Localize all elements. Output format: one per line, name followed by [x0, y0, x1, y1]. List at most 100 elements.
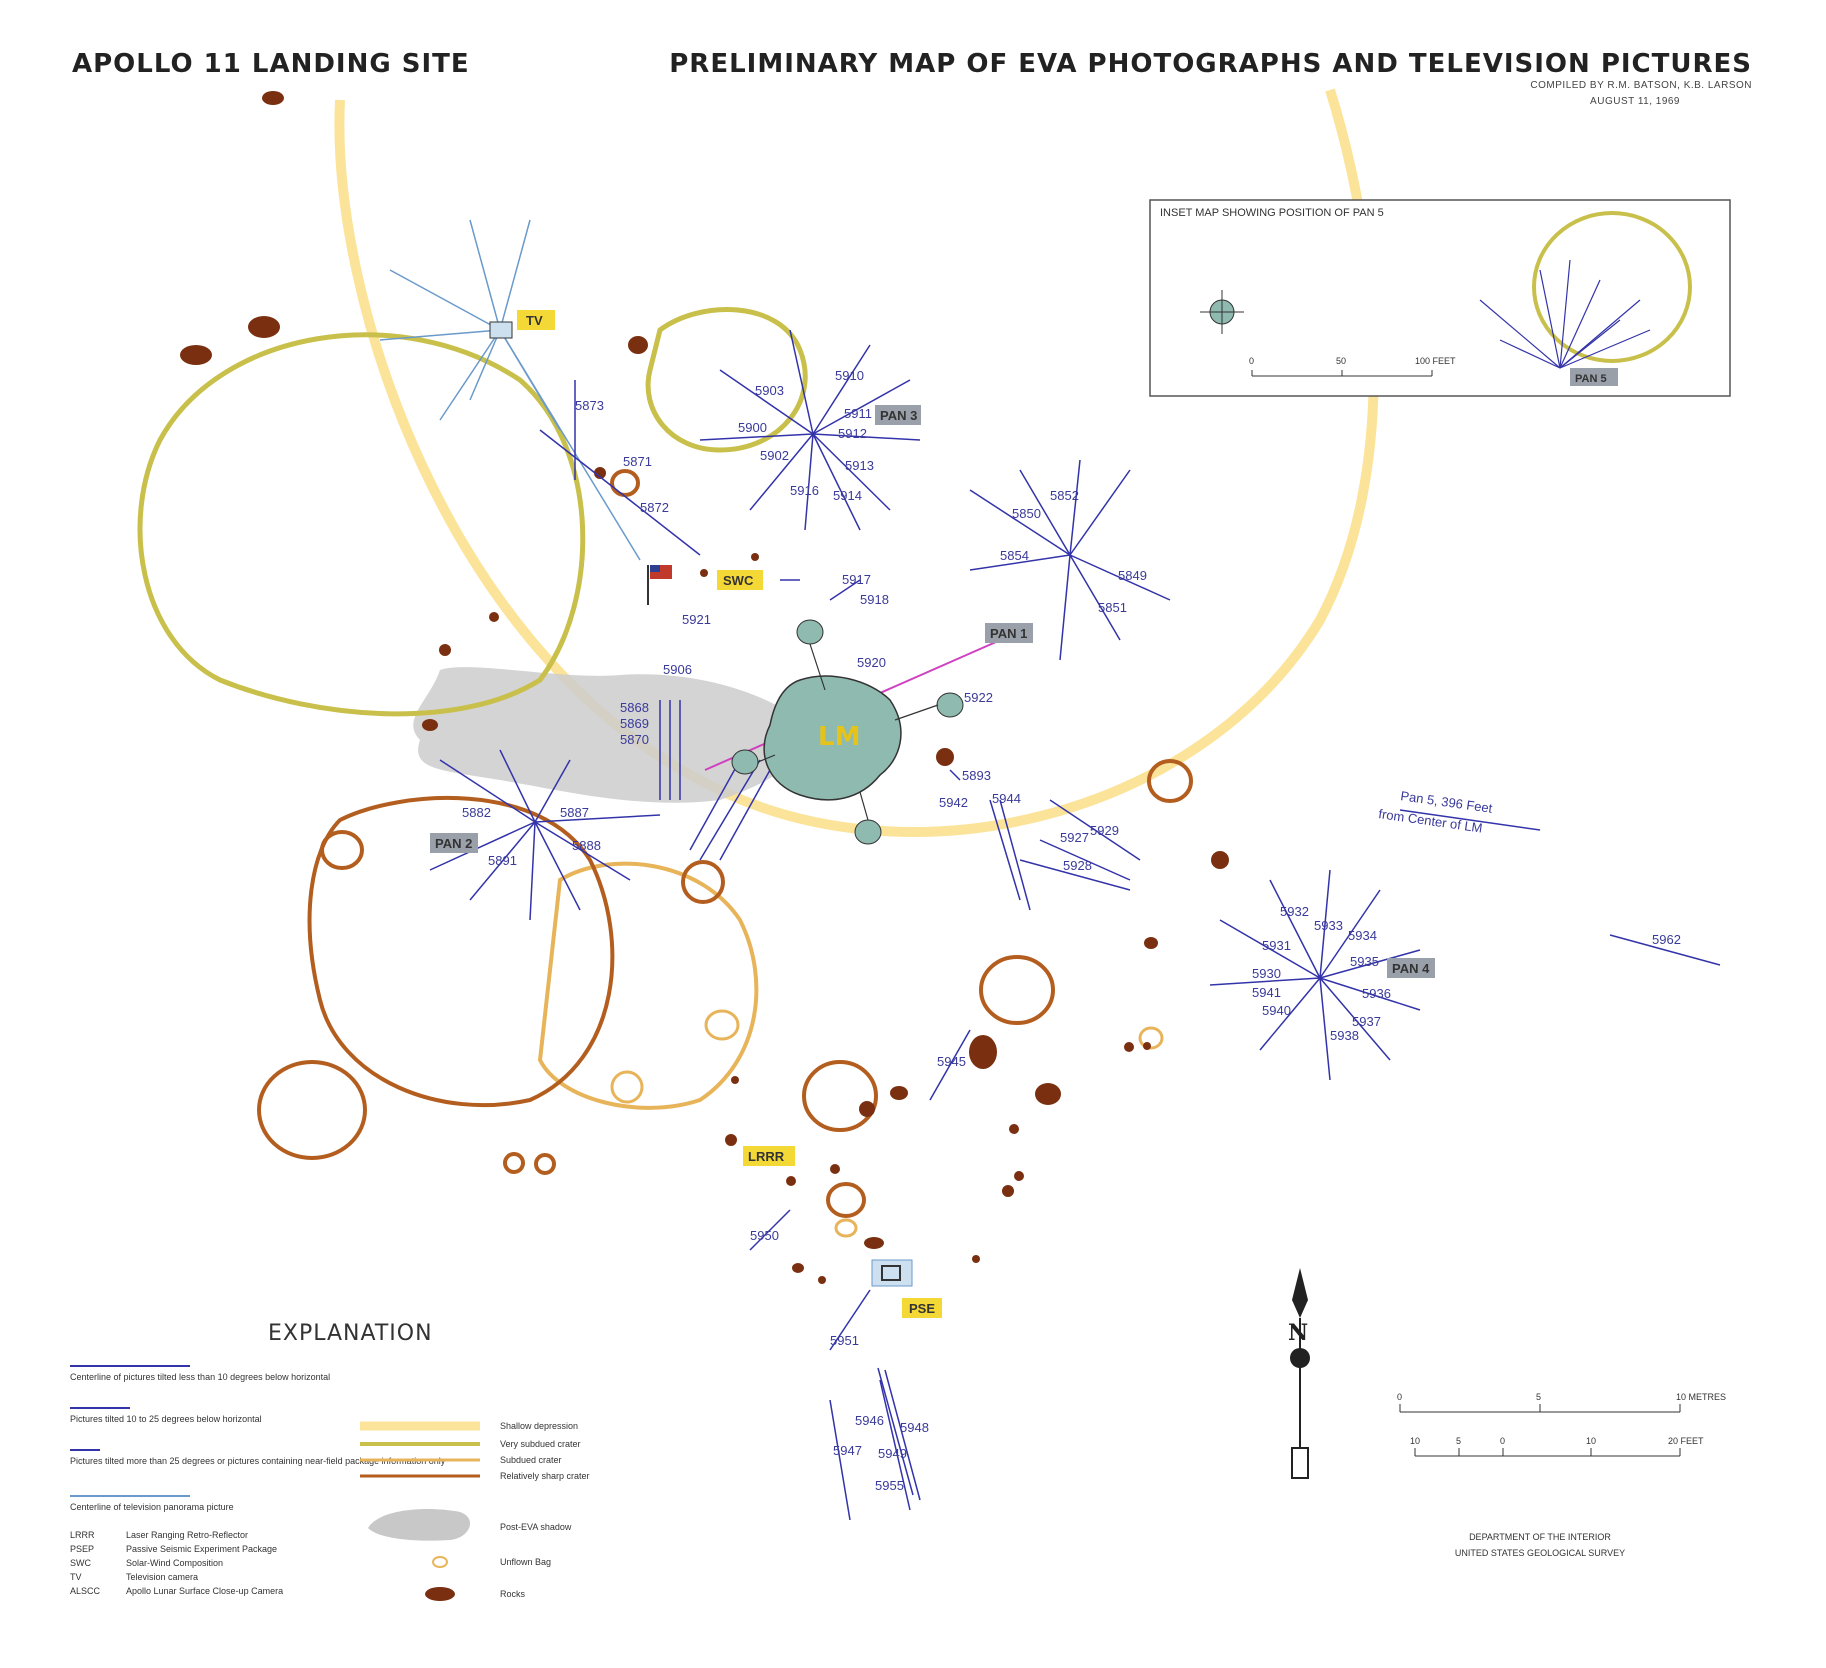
- svg-text:LRRR: LRRR: [748, 1149, 785, 1164]
- svg-text:5887: 5887: [560, 805, 589, 820]
- tag-swc: SWC: [717, 570, 763, 590]
- svg-text:Relatively sharp crater: Relatively sharp crater: [500, 1471, 590, 1481]
- tag-pan-3: PAN 3: [875, 405, 921, 425]
- svg-text:5851: 5851: [1098, 600, 1127, 615]
- svg-text:Pictures tilted more than 25 d: Pictures tilted more than 25 degrees or …: [70, 1456, 446, 1466]
- svg-text:5: 5: [1456, 1436, 1461, 1446]
- svg-text:10: 10: [1586, 1436, 1596, 1446]
- svg-text:5900: 5900: [738, 420, 767, 435]
- inset-pan5-rays: [1479, 259, 1651, 369]
- svg-text:50: 50: [1336, 356, 1346, 366]
- svg-text:5931: 5931: [1262, 938, 1291, 953]
- svg-text:5929: 5929: [1090, 823, 1119, 838]
- svg-text:5914: 5914: [833, 488, 862, 503]
- svg-text:0: 0: [1500, 1436, 1505, 1446]
- svg-text:5870: 5870: [620, 732, 649, 747]
- photo-number-labels: 5900 5911 5912 5913 5914 5916 5910 5902 …: [462, 368, 1681, 1493]
- map-title-right: PRELIMINARY MAP OF EVA PHOTOGRAPHS AND T…: [669, 49, 1752, 79]
- very-subdued-crater-pan3: [645, 307, 808, 453]
- explanation-title: EXPLANATION: [268, 1321, 433, 1346]
- svg-text:5941: 5941: [1252, 985, 1281, 1000]
- svg-text:5927: 5927: [1060, 830, 1089, 845]
- svg-text:5920: 5920: [857, 655, 886, 670]
- tag-pan-1: PAN 1: [985, 623, 1033, 643]
- svg-text:PSE: PSE: [909, 1301, 935, 1316]
- svg-text:5922: 5922: [964, 690, 993, 705]
- svg-text:Centerline of television panor: Centerline of television panorama pictur…: [70, 1502, 234, 1512]
- subdued-craters-small: [610, 1009, 1164, 1238]
- svg-text:5869: 5869: [620, 716, 649, 731]
- svg-text:5868: 5868: [620, 700, 649, 715]
- legend-abbreviations: LRRR Laser Ranging Retro-Reflector PSEP …: [70, 1530, 283, 1596]
- svg-text:5893: 5893: [962, 768, 991, 783]
- svg-text:TV: TV: [70, 1572, 82, 1582]
- map-title-left: APOLLO 11 LANDING SITE: [72, 49, 470, 79]
- svg-text:Post-EVA shadow: Post-EVA shadow: [500, 1522, 572, 1532]
- svg-text:Television camera: Television camera: [126, 1572, 198, 1582]
- inset-map: INSET MAP SHOWING POSITION OF PAN 5 PAN …: [1149, 199, 1731, 397]
- svg-text:5849: 5849: [1118, 568, 1147, 583]
- svg-text:5921: 5921: [682, 612, 711, 627]
- svg-text:5906: 5906: [663, 662, 692, 677]
- legend-right: Shallow depression Very subdued crater S…: [360, 1421, 590, 1601]
- pan-2-rays: [429, 749, 661, 921]
- svg-text:5930: 5930: [1252, 966, 1281, 981]
- pse-icon: [871, 1259, 913, 1287]
- svg-text:5933: 5933: [1314, 918, 1343, 933]
- inset-title: INSET MAP SHOWING POSITION OF PAN 5: [1160, 207, 1384, 219]
- svg-text:5912: 5912: [838, 426, 867, 441]
- svg-text:SWC: SWC: [723, 573, 754, 588]
- inset-crater: [1532, 211, 1692, 363]
- compiled-date: AUGUST 11, 1969: [1590, 96, 1680, 107]
- svg-text:5938: 5938: [1330, 1028, 1359, 1043]
- svg-text:20 FEET: 20 FEET: [1668, 1436, 1704, 1446]
- svg-text:5935: 5935: [1350, 954, 1379, 969]
- svg-text:5948: 5948: [900, 1420, 929, 1435]
- svg-text:Subdued crater: Subdued crater: [500, 1455, 562, 1465]
- pan-4-rays: [1209, 869, 1421, 1081]
- pan-1-rays: [969, 459, 1171, 661]
- tag-lrrr: LRRR: [743, 1146, 795, 1166]
- legend-left: Centerline of pictures tilted less than …: [70, 1365, 446, 1512]
- svg-text:PAN 4: PAN 4: [1392, 961, 1430, 976]
- svg-text:PSEP: PSEP: [70, 1544, 94, 1554]
- svg-text:Very subdued crater: Very subdued crater: [500, 1439, 581, 1449]
- svg-text:Solar-Wind Composition: Solar-Wind Composition: [126, 1558, 223, 1568]
- svg-text:10: 10: [1410, 1436, 1420, 1446]
- inset-scale-bar: 0 50 100 FEET: [1249, 356, 1456, 377]
- scale-bars: 0 5 10 METRES 10 5 0 10 20 FEET: [1397, 1392, 1726, 1457]
- inset-lm-icon: [1200, 290, 1244, 334]
- svg-text:5873: 5873: [575, 398, 604, 413]
- sharp-craters: [257, 469, 1193, 1218]
- tag-pse: PSE: [902, 1298, 942, 1318]
- svg-text:5955: 5955: [875, 1478, 904, 1493]
- svg-text:5913: 5913: [845, 458, 874, 473]
- rocks: [180, 91, 1229, 1284]
- svg-text:0: 0: [1249, 356, 1254, 366]
- svg-text:5934: 5934: [1348, 928, 1377, 943]
- svg-text:5902: 5902: [760, 448, 789, 463]
- svg-text:5871: 5871: [623, 454, 652, 469]
- svg-text:5951: 5951: [830, 1333, 859, 1348]
- footer-department: DEPARTMENT OF THE INTERIOR: [1469, 1532, 1611, 1542]
- svg-text:SWC: SWC: [70, 1558, 91, 1568]
- svg-text:5891: 5891: [488, 853, 517, 868]
- svg-text:5942: 5942: [939, 795, 968, 810]
- svg-text:5918: 5918: [860, 592, 889, 607]
- svg-text:5911: 5911: [844, 406, 872, 421]
- svg-text:Centerline of pictures tilted: Centerline of pictures tilted less than …: [70, 1372, 330, 1382]
- svg-text:5888: 5888: [572, 838, 601, 853]
- svg-text:Pictures tilted 10 to 25 degre: Pictures tilted 10 to 25 degrees below h…: [70, 1414, 262, 1424]
- tag-pan-4: PAN 4: [1387, 958, 1435, 978]
- svg-text:Unflown Bag: Unflown Bag: [500, 1557, 551, 1567]
- svg-text:5949: 5949: [878, 1446, 907, 1461]
- svg-text:5945: 5945: [937, 1054, 966, 1069]
- svg-text:PAN 1: PAN 1: [990, 626, 1027, 641]
- svg-text:5940: 5940: [1262, 1003, 1291, 1018]
- svg-text:100 FEET: 100 FEET: [1415, 356, 1456, 366]
- very-subdued-crater-large: [137, 332, 586, 717]
- svg-text:PAN 5: PAN 5: [1575, 373, 1607, 385]
- svg-text:5852: 5852: [1050, 488, 1079, 503]
- footer-agency: UNITED STATES GEOLOGICAL SURVEY: [1455, 1548, 1625, 1558]
- tag-pan-2: PAN 2: [430, 833, 478, 853]
